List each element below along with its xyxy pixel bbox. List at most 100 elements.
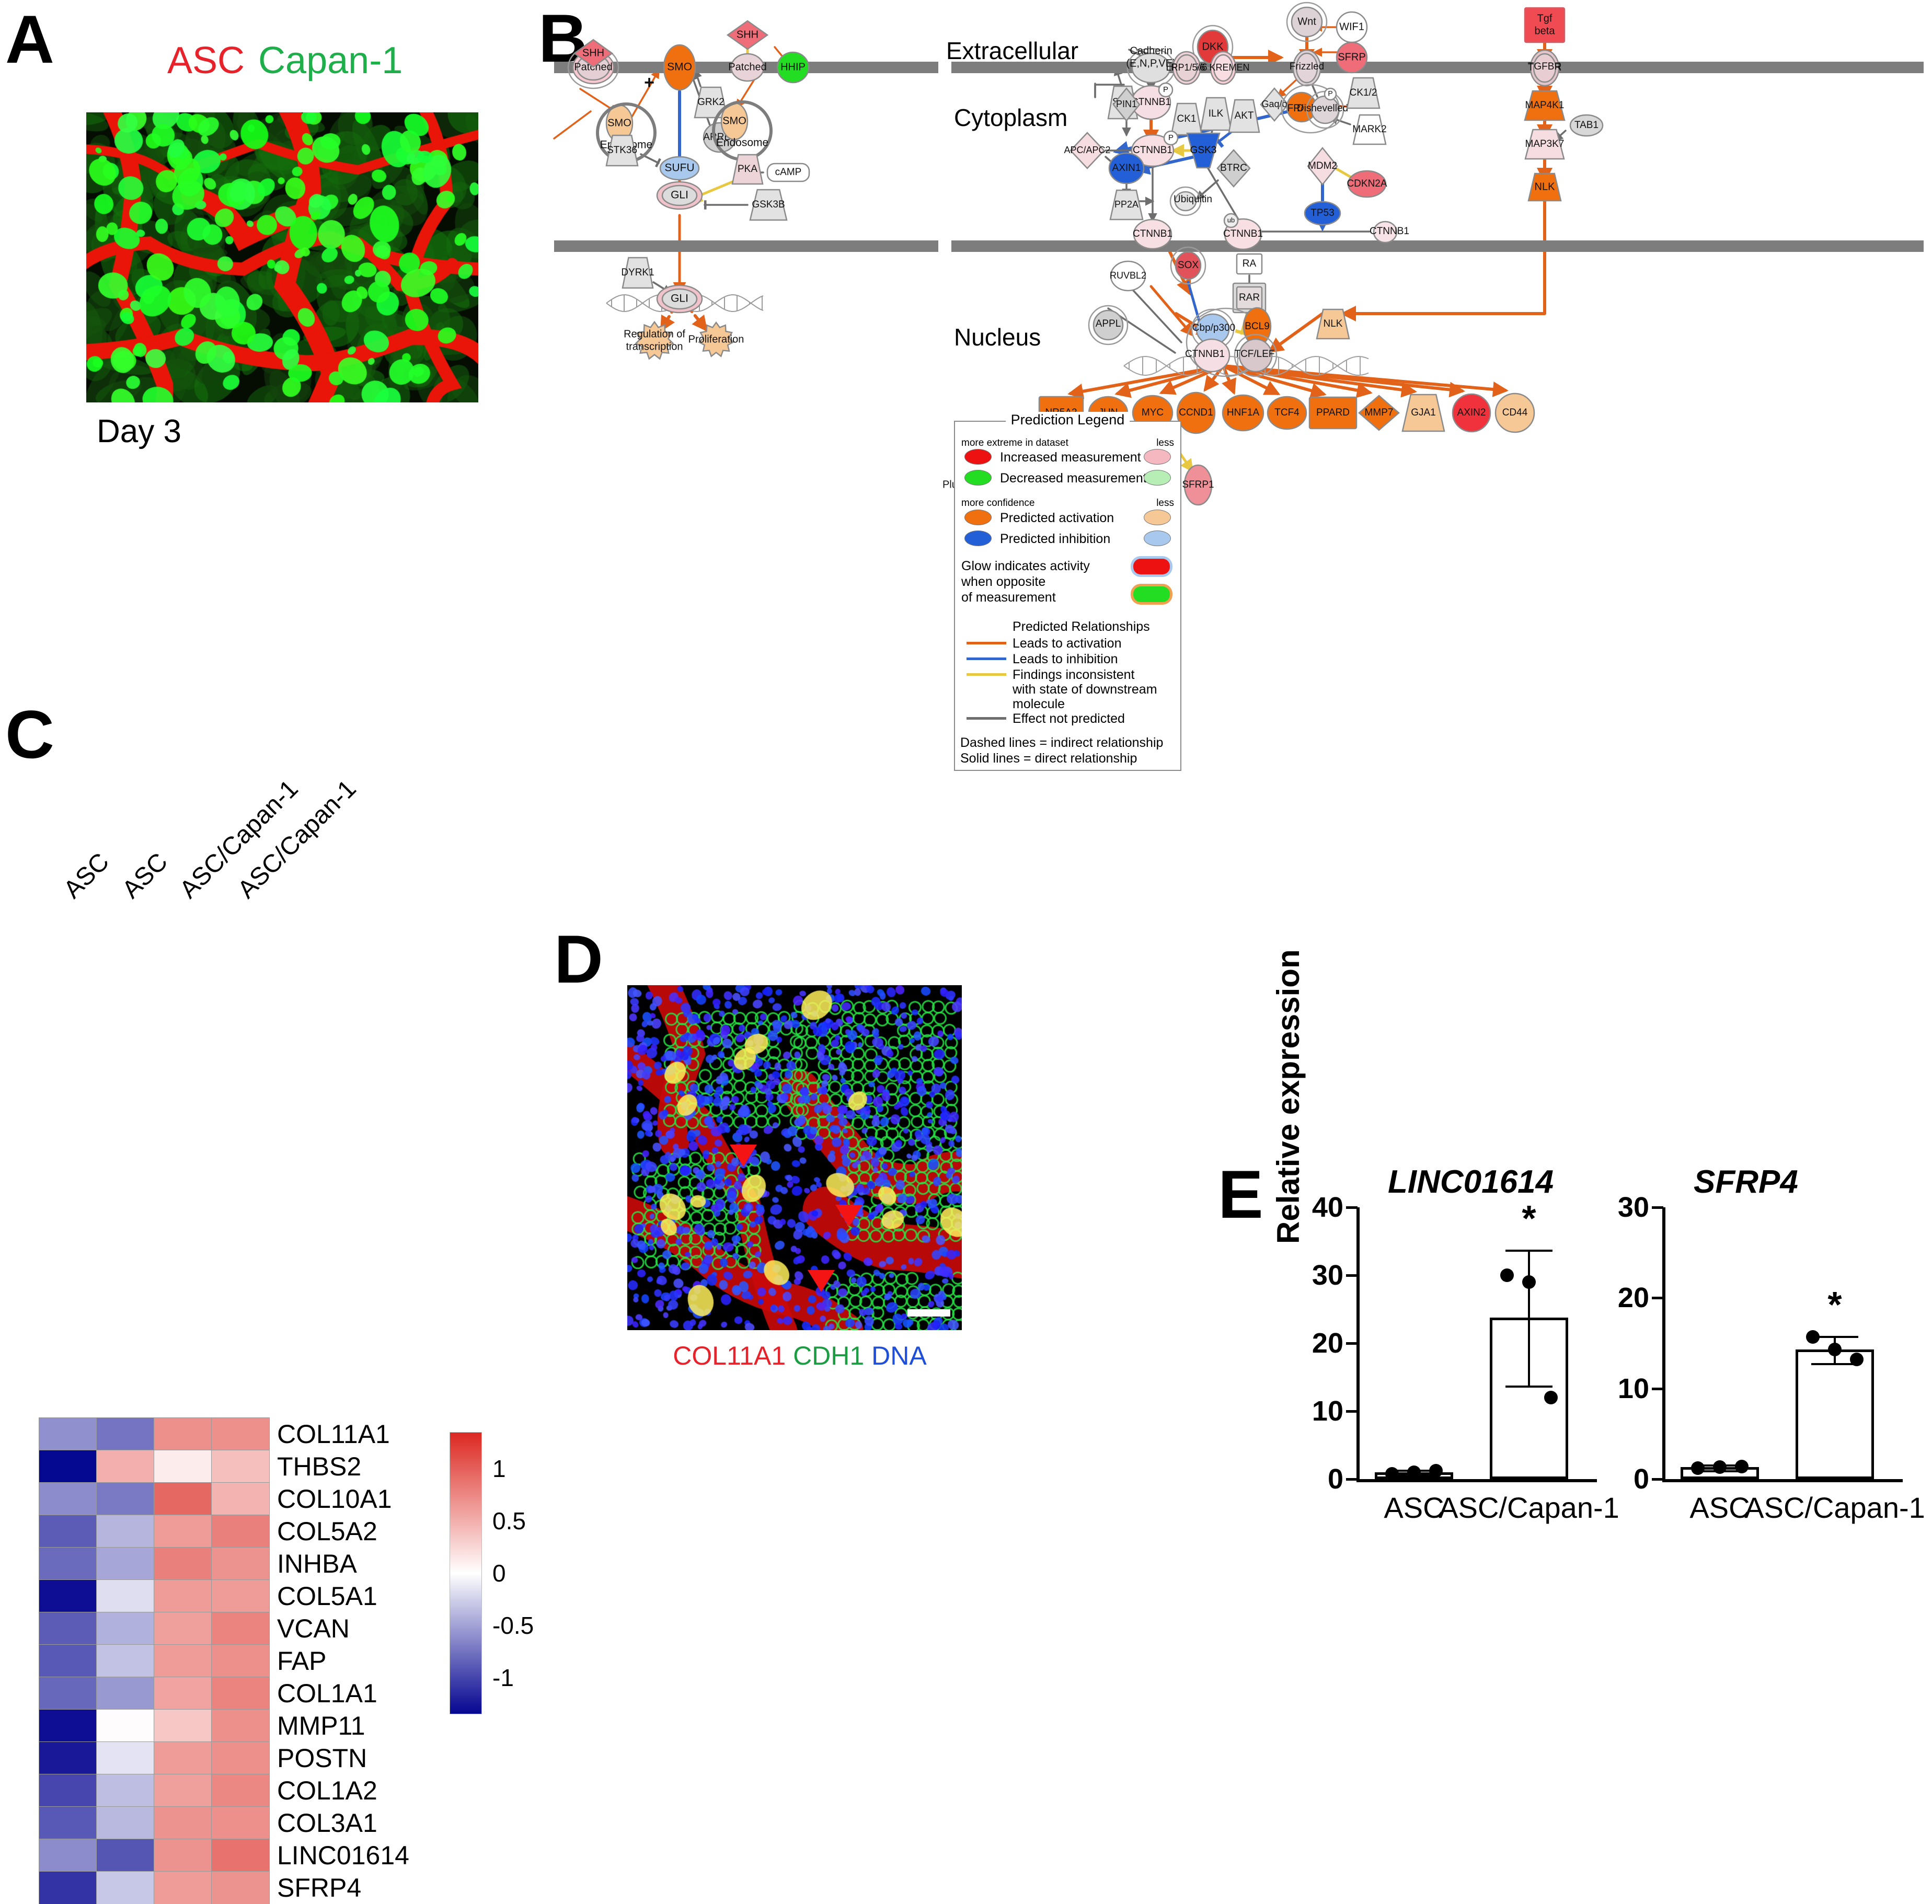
- y-axis: [1662, 1207, 1665, 1479]
- legend-glow-line2: when opposite: [961, 574, 1046, 589]
- heatmap-column-header: ASC: [58, 848, 115, 904]
- data-point: [1691, 1461, 1705, 1475]
- pathway-node: [1223, 213, 1239, 228]
- node-label: GSK3: [1190, 145, 1217, 156]
- pathway-node: [1291, 6, 1323, 38]
- heatmap-cell: [154, 1547, 212, 1580]
- node-label: NLK: [1535, 181, 1556, 192]
- legend-increased-label: Increased measurement: [1000, 450, 1141, 465]
- heatmap-row-label: COL5A1: [277, 1582, 377, 1611]
- heatmap-cell: [39, 1709, 97, 1743]
- y-axis-tick: [1346, 1410, 1358, 1413]
- node-label: Tgf: [1537, 13, 1552, 24]
- heatmap-row: [39, 1450, 270, 1483]
- heatmap-cell: [39, 1417, 97, 1451]
- y-axis-tick: [1652, 1206, 1663, 1209]
- pathway-node: [1236, 253, 1263, 275]
- membrane-bar: [951, 240, 1924, 252]
- pathway-node: [1186, 132, 1221, 169]
- heatmap-row-label: COL3A1: [277, 1808, 377, 1838]
- legend-line-inconsistent: [967, 673, 1006, 676]
- data-point: [1544, 1391, 1558, 1404]
- pathway-edge: [1222, 364, 1281, 395]
- pathway-node: [622, 257, 654, 289]
- x-axis: [1356, 1479, 1597, 1482]
- heatmap-cell: [154, 1515, 212, 1548]
- pathway-node: [1238, 338, 1273, 373]
- compartment-label-extracellular: Extracellular: [946, 37, 1079, 64]
- heatmap-row-label: MMP11: [277, 1711, 365, 1740]
- node-label: GSK3B: [752, 199, 785, 210]
- heatmap-cell: [39, 1677, 97, 1710]
- heatmap-row: [39, 1806, 270, 1840]
- heatmap-cell: [39, 1579, 97, 1613]
- node-label: Patched: [728, 61, 766, 73]
- pathway-node: [1163, 130, 1179, 146]
- pathway-node: [1213, 54, 1234, 82]
- x-axis-tick-label: ASC/Capan-1: [1744, 1491, 1925, 1524]
- pathway-node: [1108, 152, 1145, 184]
- pathway-node: [573, 39, 614, 68]
- node-label: ILK: [1209, 108, 1224, 119]
- legend-leads-inhibition-label: Leads to inhibition: [1013, 652, 1118, 666]
- node-label: CTNNB1: [1133, 145, 1172, 156]
- node-label: AKT: [1235, 110, 1254, 121]
- node-label: AXIN2: [1457, 407, 1486, 418]
- data-point: [1500, 1268, 1514, 1282]
- node-label: RAR: [1239, 292, 1260, 303]
- heatmap-cell: [39, 1806, 97, 1840]
- node-label: ub: [1227, 216, 1235, 224]
- node-label: transcription: [626, 341, 683, 352]
- error-bar: [1528, 1249, 1530, 1386]
- y-axis-tick: [1652, 1297, 1663, 1300]
- heatmap-row: [39, 1417, 270, 1451]
- node-group-outline: [1234, 333, 1278, 377]
- pathway-node: [635, 320, 674, 360]
- pathway-node: [1524, 7, 1566, 43]
- node-label: P: [1168, 133, 1174, 142]
- node-group-outline: [1169, 186, 1202, 216]
- heatmap-cell: [211, 1806, 270, 1840]
- pathway-node: [1267, 396, 1307, 430]
- heatmap-cell: [211, 1644, 270, 1678]
- legend-swatch-glow-green: [1133, 586, 1170, 602]
- heatmap-cell: [39, 1839, 97, 1872]
- compartment-label-nucleus: Nucleus: [954, 324, 1041, 351]
- significance-marker: *: [1522, 1197, 1536, 1239]
- node-label: TGFBR: [1528, 61, 1561, 72]
- y-axis-tick-label: 20: [1617, 1282, 1649, 1314]
- pathway-edge: [695, 179, 738, 203]
- heatmap-cell: [154, 1741, 212, 1775]
- pathway-node: [1346, 77, 1381, 109]
- heatmap-cell: [211, 1450, 270, 1483]
- legend-predicted-activation-label: Predicted activation: [1000, 511, 1114, 525]
- pathway-node: [1158, 82, 1174, 98]
- heatmap-cell: [96, 1709, 155, 1743]
- heatmap-cell: [211, 1417, 270, 1451]
- heatmap-cell: [39, 1644, 97, 1678]
- heatmap-cell: [96, 1612, 155, 1645]
- node-label: Wnt: [1297, 16, 1316, 27]
- y-axis-tick-label: 30: [1312, 1260, 1343, 1291]
- pathway-node: [1304, 201, 1341, 226]
- node-label: BTRC: [1220, 163, 1247, 174]
- heatmap-row: [39, 1677, 270, 1710]
- node-label: PPARD: [1316, 407, 1350, 418]
- x-axis-tick-label: ASC: [1384, 1491, 1444, 1524]
- node-label: WIF1: [1339, 21, 1364, 32]
- node-label: CTNNB1: [1370, 226, 1409, 237]
- dna-helix: [1123, 356, 1369, 376]
- node-label: TAB1: [1574, 120, 1598, 131]
- pathway-node: [1112, 87, 1141, 122]
- heatmap-cell: [211, 1612, 270, 1645]
- heatmap-row: [39, 1547, 270, 1580]
- heatmap-row-label: COL1A1: [277, 1679, 377, 1708]
- heatmap-cell: [96, 1482, 155, 1516]
- node-label: HNF1A: [1227, 407, 1260, 418]
- y-axis-tick-label: 20: [1312, 1328, 1343, 1359]
- y-axis-tick: [1652, 1387, 1663, 1390]
- heatmap-cell: [154, 1450, 212, 1483]
- node-label: beta: [1535, 25, 1556, 37]
